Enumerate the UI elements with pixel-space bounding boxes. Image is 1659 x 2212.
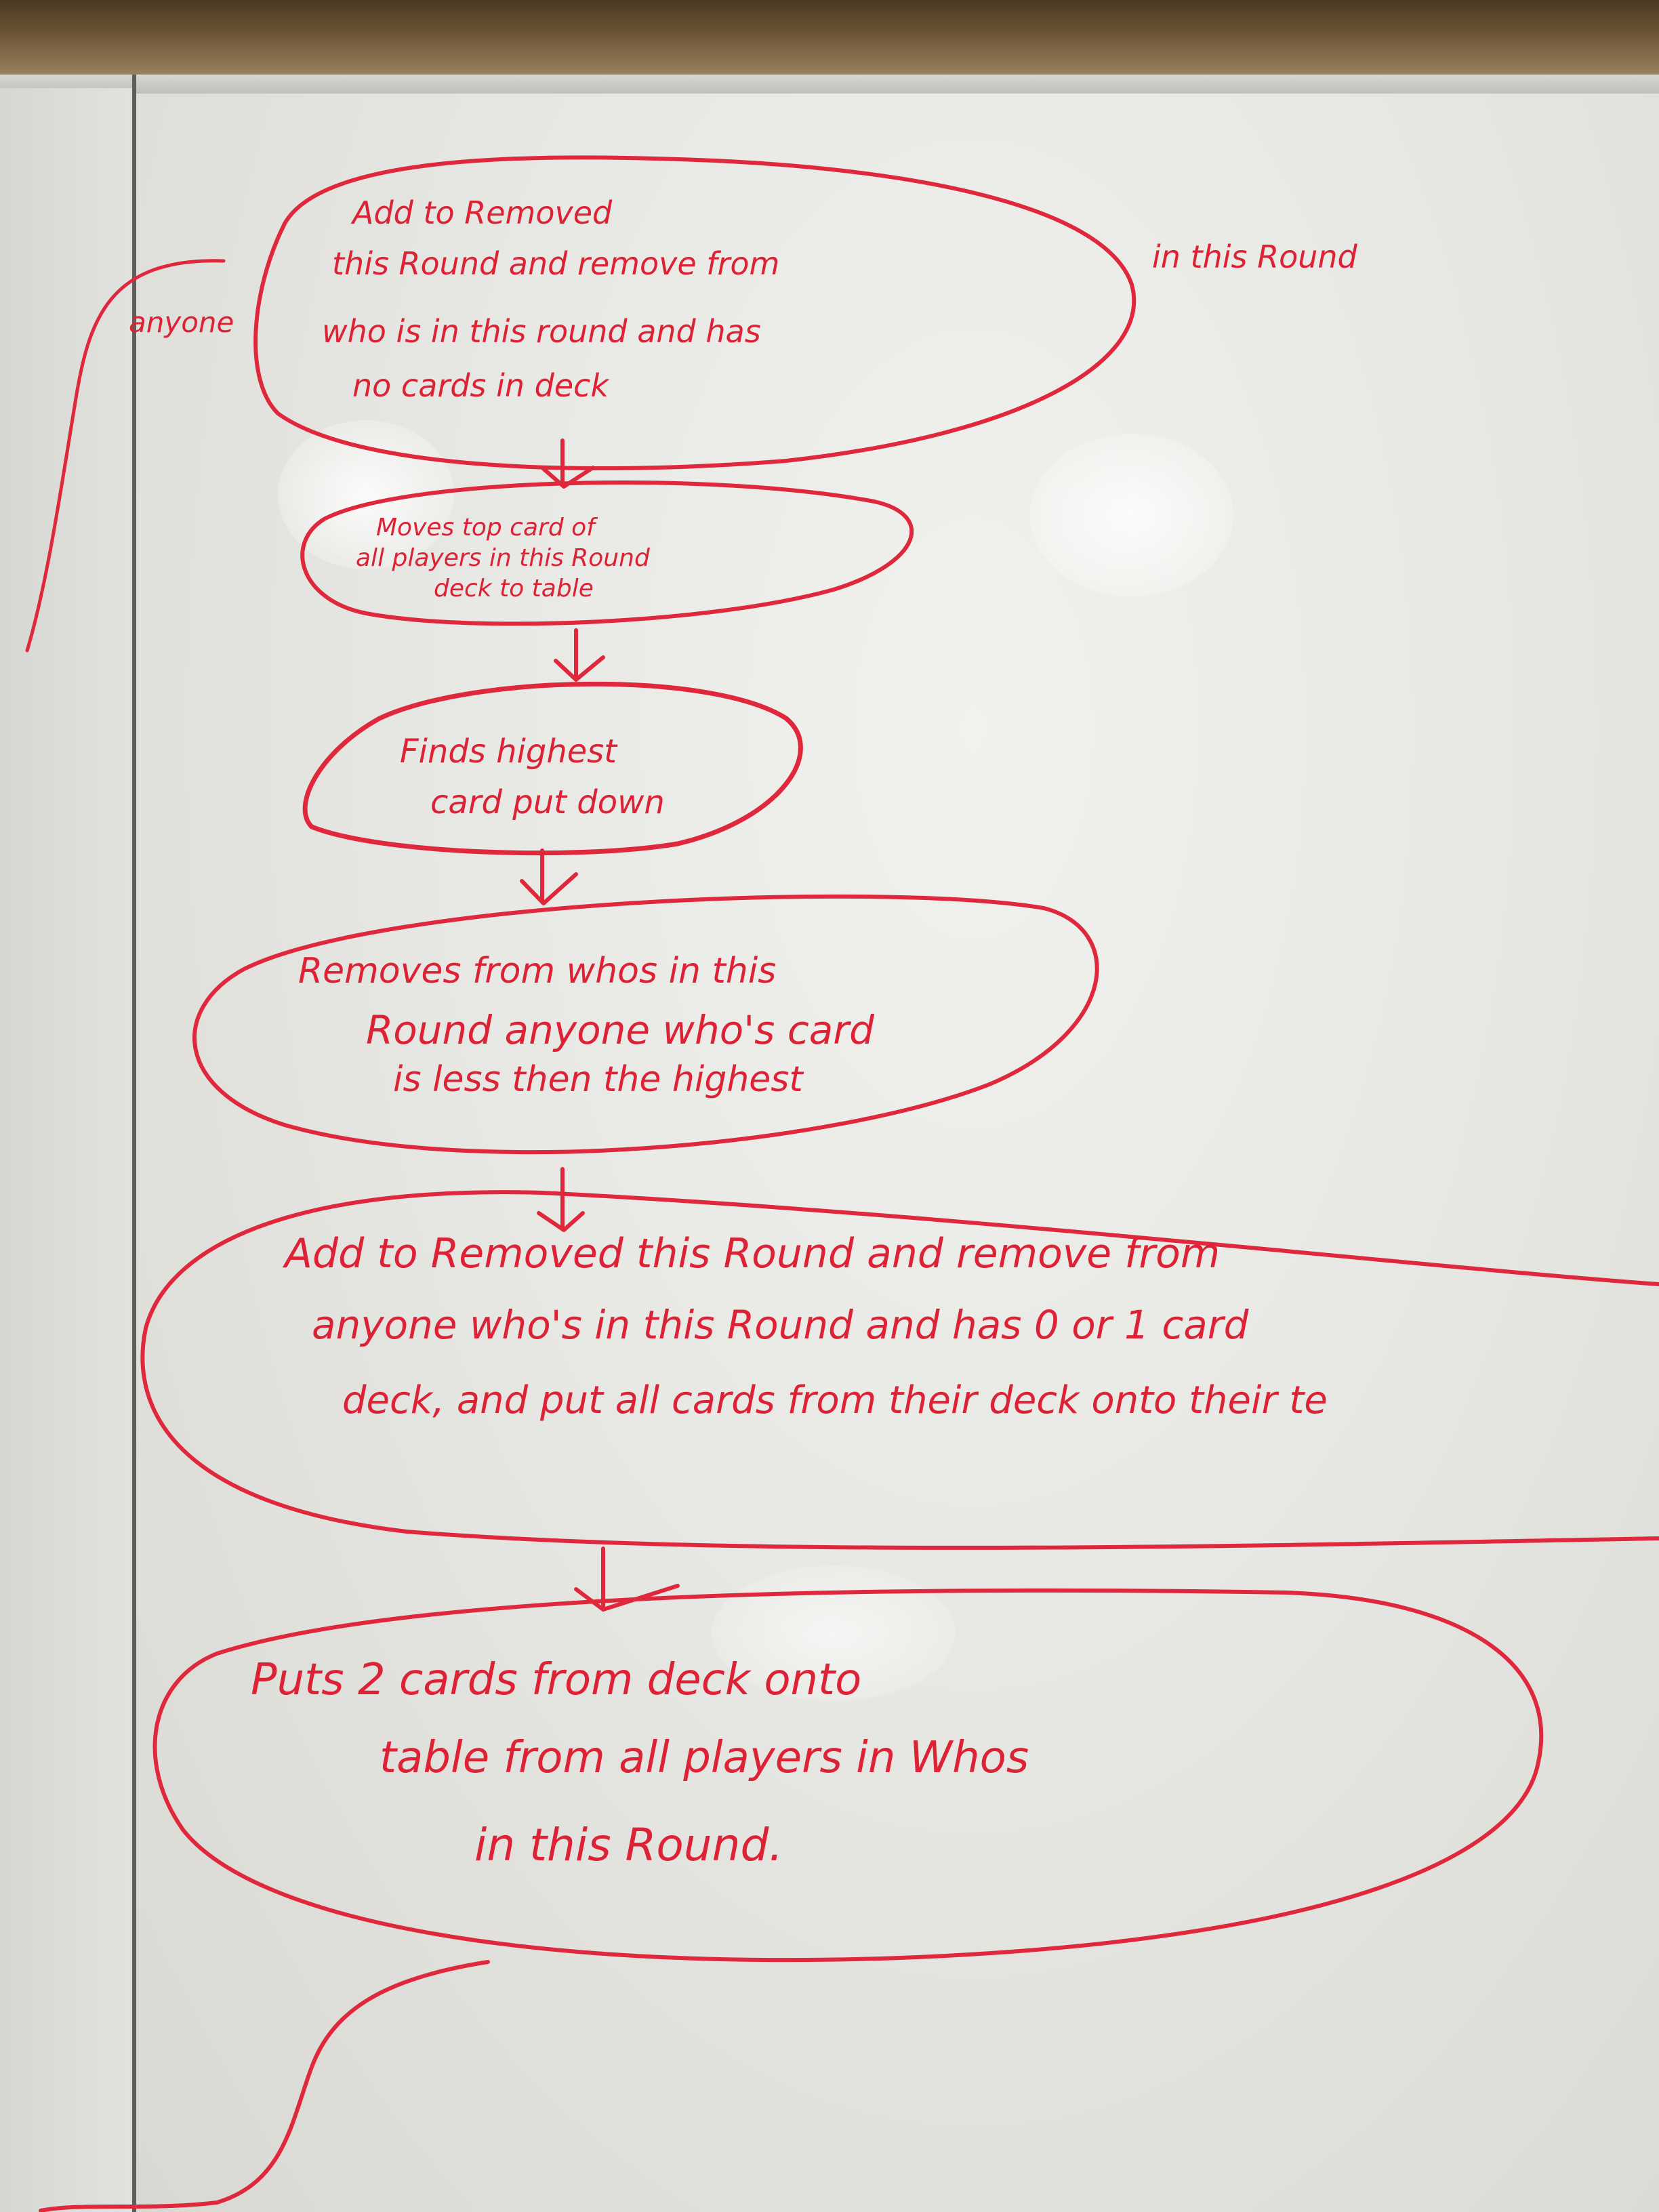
node-6-line-3: in this Round. — [474, 1819, 783, 1871]
panel-seam — [132, 75, 136, 2212]
node-1-line-4: no cards in deck — [352, 367, 610, 404]
node-2-outline — [300, 480, 914, 626]
node-3-line-1: Finds highest — [400, 733, 618, 771]
node-6-outline — [152, 1588, 1544, 1963]
node-1-text: Add to Removed this Round and remove fro… — [129, 194, 1358, 404]
node-5-line-3: deck, and put all cards from their deck … — [342, 1378, 1328, 1422]
node-1-line-3: who is in this round and has — [322, 313, 761, 350]
node-4-line-1: Removes from whos in this — [298, 951, 776, 991]
node-6-text: Puts 2 cards from deck onto table from a… — [251, 1655, 1029, 1871]
arrow-2-to-3 — [554, 628, 605, 682]
light-glare — [1030, 434, 1233, 596]
node-4-outline — [192, 894, 1099, 1155]
feedback-loop-line — [25, 259, 226, 653]
node-2-line-1: Moves top card of — [376, 514, 598, 541]
node-5-text: Add to Removed this Round and remove fro… — [282, 1230, 1328, 1422]
node-5-line-1: Add to Removed this Round and remove fro… — [282, 1230, 1220, 1277]
node-1-outline — [253, 155, 1136, 471]
arrow-1-to-2 — [540, 438, 595, 489]
node-2-text: Moves top card of all players in this Ro… — [356, 514, 651, 602]
arrow-5-to-6 — [574, 1547, 680, 1612]
node-1-line-2: this Round and remove from — [332, 245, 779, 282]
arrow-3-to-4 — [520, 848, 578, 905]
node-4-line-3: is less then the highest — [393, 1059, 804, 1100]
whiteboard-frame — [0, 75, 1659, 95]
node-6-line-1: Puts 2 cards from deck onto — [251, 1655, 861, 1705]
node-6-line-2: table from all players in Whos — [380, 1733, 1029, 1783]
arrow-4-to-5 — [537, 1167, 585, 1232]
node-4-text: Removes from whos in this Round anyone w… — [298, 951, 875, 1100]
node-3-outline — [302, 681, 803, 856]
node-5-line-2: anyone who's in this Round and has 0 or … — [312, 1302, 1250, 1348]
node-2-line-3: deck to table — [434, 575, 594, 602]
node-1-left-note: anyone — [129, 306, 234, 339]
node-4-line-2: Round anyone who's card — [366, 1007, 875, 1053]
wall-strip — [0, 0, 1659, 81]
node-5-outline — [140, 1190, 1659, 1550]
node-3-text: Finds highest card put down — [400, 733, 665, 821]
node-3-line-2: card put down — [430, 783, 665, 821]
node-1-line-1: Add to Removed — [350, 194, 613, 231]
light-glare — [712, 1565, 956, 1701]
node-1-right-note: in this Round — [1152, 239, 1358, 275]
node-2-line-2: all players in this Round — [356, 544, 651, 572]
loop-back-line — [39, 1960, 490, 2212]
